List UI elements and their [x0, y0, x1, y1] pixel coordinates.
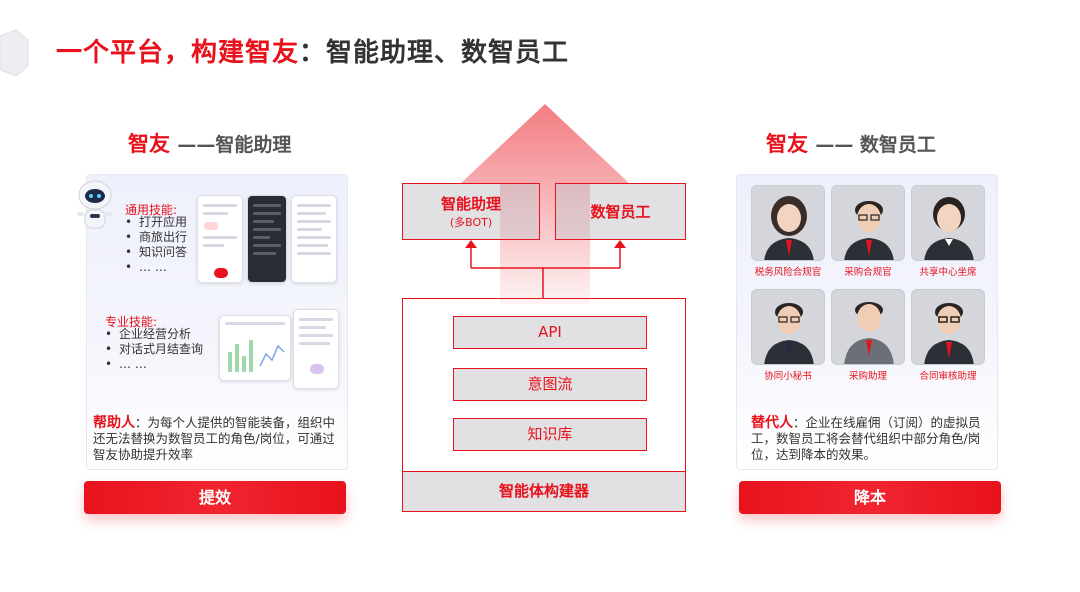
- list-item: 知识问答: [125, 245, 187, 260]
- avatar-collab-secretary: 协同小秘书: [751, 289, 825, 382]
- list-item: 企业经营分析: [105, 327, 203, 342]
- male-avatar-icon: [764, 303, 814, 364]
- phone-screenshot-4: [293, 309, 339, 389]
- avatar: [911, 289, 985, 365]
- avatar-procurement-assistant: 采购助理: [831, 289, 905, 382]
- female-avatar-icon: [764, 196, 814, 260]
- api-layer: API: [453, 316, 647, 349]
- phone-screenshot-2: [247, 195, 287, 283]
- female-avatar-icon: [924, 197, 974, 260]
- agent-builder-bar: 智能体构建器: [402, 471, 686, 512]
- avatar: [911, 185, 985, 261]
- pro-skills-title: 专业技能:: [105, 315, 158, 329]
- phone-screenshot-1: [197, 195, 243, 283]
- list-item: … …: [125, 260, 187, 275]
- avatar: [831, 185, 905, 261]
- list-item: 商旅出行: [125, 230, 187, 245]
- up-arrow-graphic: [460, 104, 630, 304]
- general-skills-list: 打开应用 商旅出行 知识问答 … …: [125, 215, 187, 275]
- general-skills-title: 通用技能:: [125, 203, 178, 217]
- list-item: 打开应用: [125, 215, 187, 230]
- male-avatar-icon: [844, 302, 894, 364]
- robot-icon: [77, 180, 113, 229]
- assistant-card: 通用技能: 打开应用 商旅出行 知识问答 … … 专业技能: 企业经营分析 对话…: [77, 174, 348, 470]
- pro-skills-list: 企业经营分析 对话式月结查询 … …: [105, 327, 203, 372]
- list-item: 对话式月结查询: [105, 342, 203, 357]
- male-avatar-icon: [924, 303, 974, 364]
- chart-thumbnail: [228, 340, 285, 372]
- digital-employee-heading: 智友 —— 数智员工: [766, 132, 936, 156]
- digital-employee-card: 税务风险合规官 采购合规官 共享中心坐席: [736, 174, 998, 470]
- avatar-contract-review: 合同审核助理: [911, 289, 985, 382]
- dashboard-screenshot: [219, 315, 291, 381]
- avatar-procurement-compliance: 采购合规官: [831, 185, 905, 278]
- avatar-tax-officer: 税务风险合规官: [751, 185, 825, 278]
- page-title: 一个平台，构建智友：智能助理、数智员工: [56, 38, 570, 68]
- digital-employee-description: 替代人：企业在线雇佣（订阅）的虚拟员工，数智员工将会替代组织中部分角色/岗位，达…: [751, 415, 981, 462]
- avatar: [751, 289, 825, 365]
- avatar-shared-center-agent: 共享中心坐席: [911, 185, 985, 278]
- connector-arrows: [465, 240, 626, 298]
- assistant-heading: 智友 ——智能助理: [128, 132, 292, 156]
- hexagon-decoration: [0, 29, 29, 77]
- assistant-description: 帮助人：为每个人提供的智能装备，组织中还无法替换为数智员工的角色/岗位，可通过智…: [93, 415, 336, 462]
- avatar: [751, 185, 825, 261]
- digital-employee-box: 数智员工: [555, 183, 686, 240]
- efficiency-button[interactable]: 提效: [84, 481, 346, 514]
- cost-reduction-button[interactable]: 降本: [739, 481, 1001, 514]
- intent-flow-layer: 意图流: [453, 368, 647, 401]
- list-item: … …: [105, 357, 203, 372]
- male-avatar-icon: [844, 201, 894, 260]
- smart-assistant-box: 智能助理 (多BOT): [402, 183, 540, 240]
- knowledge-base-layer: 知识库: [453, 418, 647, 451]
- avatar: [831, 289, 905, 365]
- phone-screenshot-3: [291, 195, 337, 283]
